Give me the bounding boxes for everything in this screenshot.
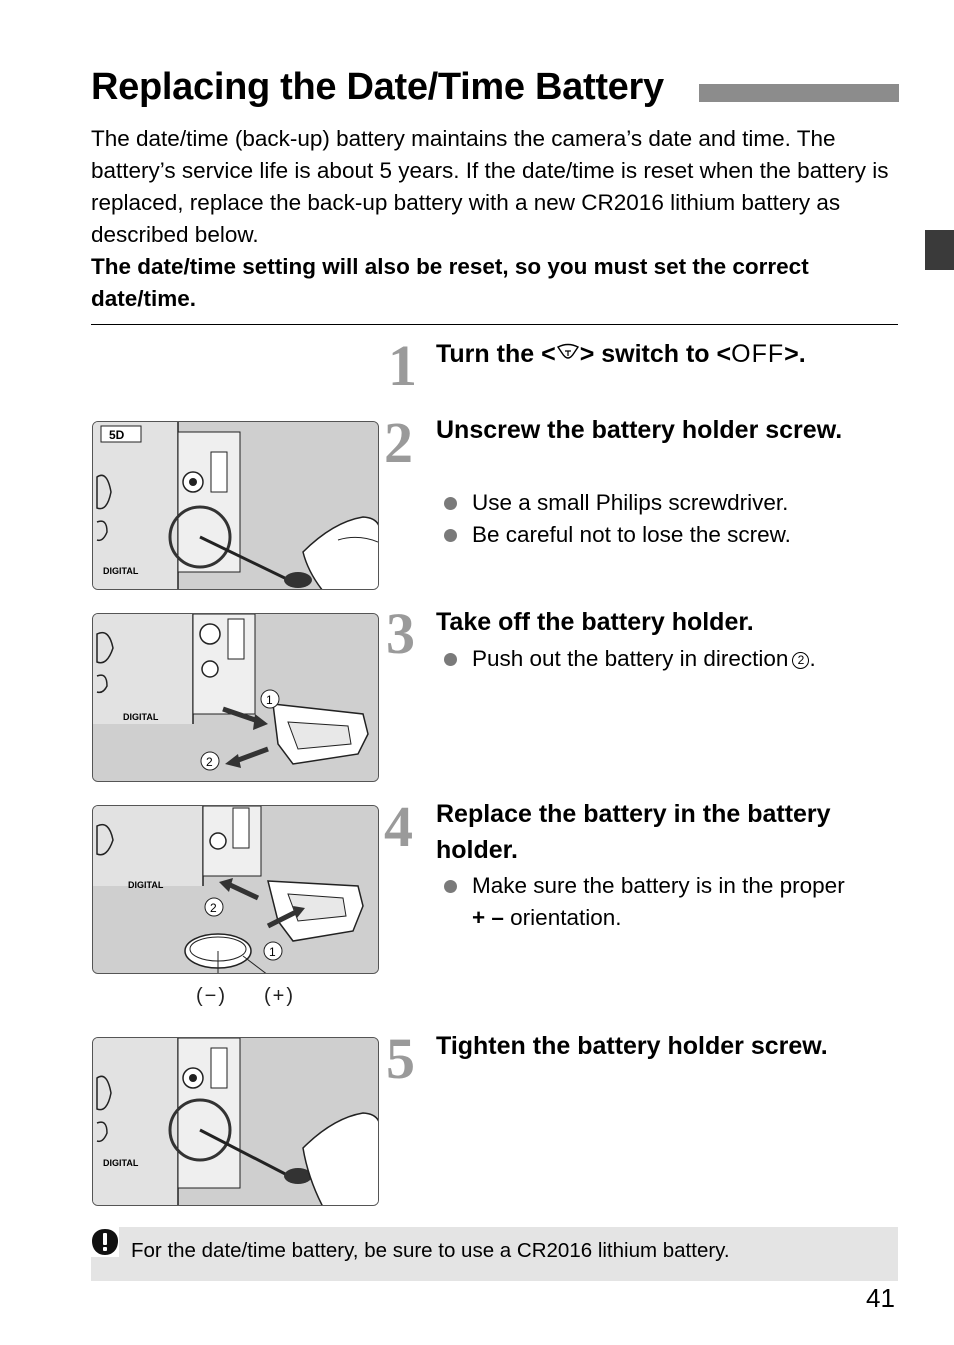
step-title: Replace the battery in the battery holde…	[436, 800, 831, 864]
bullet-dot-icon	[444, 880, 457, 893]
step-title-text: >.	[784, 340, 806, 368]
title-row: Replacing the Date/Time Battery	[91, 66, 899, 110]
intro-section: The date/time (back-up) battery maintain…	[91, 123, 901, 315]
caution-icon	[91, 1227, 119, 1257]
bullet-dot-icon	[444, 497, 457, 510]
callout-2: 2	[206, 755, 213, 769]
page-number: 41	[866, 1283, 895, 1313]
bullet-list: Use a small Philips screwdriver. Be care…	[442, 487, 902, 551]
page-title: Replacing the Date/Time Battery	[91, 66, 664, 108]
step-title: Unscrew the battery holder screw.	[436, 416, 843, 444]
step-number: 1	[388, 333, 417, 398]
bullet-dot-icon	[444, 529, 457, 542]
bullet-list: Make sure the battery is in the proper + …	[442, 870, 902, 934]
bullet-text: Push out the battery in direction	[472, 646, 789, 671]
step-title: Tighten the battery holder screw.	[436, 1032, 828, 1060]
bullet-item: Use a small Philips screwdriver.	[442, 487, 902, 519]
intro-warning: The date/time setting will also be reset…	[91, 254, 809, 311]
step-title: Turn the < > switch to <OFF>.	[436, 336, 906, 375]
svg-text:DIGITAL: DIGITAL	[103, 566, 139, 576]
circled-number: 2	[792, 652, 810, 669]
svg-text:DIGITAL: DIGITAL	[103, 1158, 139, 1168]
title-decoration-bar	[699, 84, 899, 102]
step-number: 5	[386, 1026, 415, 1091]
bullet-text: Be careful not to lose the screw.	[472, 522, 791, 547]
camera-screwdriver-tighten-image: DIGITAL	[92, 1037, 379, 1206]
battery-holder-removal-image: 1 2 DIGITAL	[92, 613, 379, 782]
step-number: 2	[384, 410, 413, 475]
bullet-text: Make sure the battery is in the proper	[472, 873, 845, 898]
power-switch-icon	[556, 339, 580, 375]
callout-1: 1	[266, 693, 273, 707]
polarity-plus-label: (+)	[264, 985, 295, 1007]
bullet-text-tail: orientation.	[510, 905, 622, 930]
step-number: 4	[384, 794, 413, 859]
step-title-text: > switch to <	[579, 340, 732, 368]
svg-text:1: 1	[269, 945, 276, 959]
svg-text:5D: 5D	[109, 428, 125, 442]
bullet-item: Be careful not to lose the screw.	[442, 519, 902, 551]
step-number: 3	[386, 601, 415, 666]
svg-text:2: 2	[210, 901, 217, 915]
step-title: Take off the battery holder.	[436, 608, 754, 636]
caution-note: For the date/time battery, be sure to us…	[91, 1227, 898, 1281]
intro-paragraph: The date/time (back-up) battery maintain…	[91, 126, 889, 247]
bullet-item: Make sure the battery is in the proper + …	[442, 870, 902, 934]
camera-screwdriver-unscrew-image: 5D DIGITAL	[92, 421, 379, 590]
section-divider	[91, 324, 898, 325]
polarity-symbols: + –	[472, 905, 504, 930]
caution-text: For the date/time battery, be sure to us…	[131, 1239, 730, 1262]
chapter-tab-marker	[925, 230, 954, 270]
bullet-dot-icon	[444, 653, 457, 666]
battery-insert-image: 2 1 DIGITAL	[92, 805, 379, 974]
step-title-text: Turn the <	[436, 340, 556, 368]
bullet-text-end: .	[809, 646, 816, 671]
polarity-minus-label: (−)	[196, 985, 227, 1007]
svg-text:DIGITAL: DIGITAL	[123, 712, 159, 722]
off-label: OFF	[731, 340, 785, 368]
bullet-text: Use a small Philips screwdriver.	[472, 490, 789, 515]
svg-text:DIGITAL: DIGITAL	[128, 880, 164, 890]
